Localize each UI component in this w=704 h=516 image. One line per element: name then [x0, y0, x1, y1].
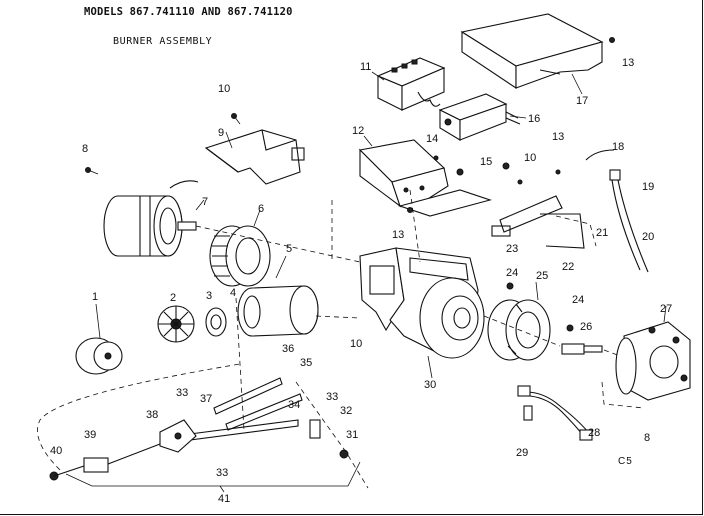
group-bracket	[65, 461, 361, 487]
callout-10b: 10	[524, 152, 536, 164]
air-guide	[487, 299, 551, 361]
callout-35: 35	[300, 357, 312, 369]
callout-24b: 24	[572, 294, 584, 306]
callout-38: 38	[146, 409, 158, 421]
callout-14: 14	[426, 133, 438, 145]
callout-16: 16	[528, 113, 540, 125]
callout-9: 9	[218, 127, 224, 139]
oil-line	[517, 385, 593, 441]
callout-37: 37	[200, 393, 212, 405]
callout-33a: 33	[176, 387, 188, 399]
callout-31: 31	[346, 429, 358, 441]
callout-1: 1	[92, 291, 98, 303]
callout-32: 32	[340, 405, 352, 417]
burner-housing	[359, 247, 485, 359]
callout-33b: 33	[326, 391, 338, 403]
callout-12: 12	[352, 125, 364, 137]
callout-10c: 10	[350, 338, 362, 350]
cover-housing	[460, 13, 604, 90]
callout-13b: 13	[552, 131, 564, 143]
callout-19: 19	[642, 181, 654, 193]
callout-24a: 24	[506, 267, 518, 279]
callout-28: 28	[588, 427, 600, 439]
callout-18: 18	[612, 141, 624, 153]
callout-36: 36	[282, 343, 294, 355]
callout-labels: 1 2 3 4 5 6 7 8 8 9 10 10 10 11 12 13 13…	[50, 57, 672, 505]
callout-13c: 13	[392, 229, 404, 241]
callout-8a: 8	[82, 143, 88, 155]
callout-20: 20	[642, 231, 654, 243]
callout-25: 25	[536, 270, 548, 282]
callout-39: 39	[84, 429, 96, 441]
diagram-title: MODELS 867.741110 AND 867.741120	[84, 6, 293, 18]
callout-17: 17	[576, 95, 588, 107]
ignition-linkage	[49, 377, 349, 481]
callout-8b: 8	[644, 432, 650, 444]
callout-21: 21	[596, 227, 608, 239]
callout-11: 11	[360, 61, 371, 73]
callout-41: 41	[218, 493, 230, 505]
fan-impeller	[157, 305, 195, 343]
corner-code: C5	[618, 456, 633, 467]
callout-30: 30	[424, 379, 436, 391]
air-chute	[204, 129, 305, 185]
callout-34: 34	[288, 399, 300, 411]
blower-wheel	[209, 225, 271, 287]
callout-27: 27	[660, 303, 672, 315]
callout-13a: 13	[622, 57, 634, 69]
shaft-washer	[205, 307, 227, 337]
callout-22: 22	[562, 261, 574, 273]
callout-15: 15	[480, 156, 492, 168]
fuel-pump	[615, 321, 691, 401]
electrode-assembly	[491, 195, 597, 249]
alignment-lines	[37, 189, 645, 489]
mounting-bracket	[358, 139, 492, 217]
callout-5: 5	[286, 243, 292, 255]
callout-33c: 33	[216, 467, 228, 479]
air-tube	[237, 285, 319, 337]
diagram-subtitle: BURNER ASSEMBLY	[113, 36, 213, 47]
callout-23: 23	[506, 243, 518, 255]
callout-4: 4	[230, 287, 236, 299]
callout-10a: 10	[218, 83, 230, 95]
callout-3: 3	[206, 290, 212, 302]
callout-6: 6	[258, 203, 264, 215]
motor	[103, 180, 199, 257]
callout-7: 7	[202, 196, 208, 208]
primary-control-relay	[438, 93, 521, 141]
callout-26: 26	[580, 321, 592, 333]
callout-40: 40	[50, 445, 62, 457]
callout-2: 2	[170, 292, 176, 304]
ignition-transformer	[376, 57, 446, 111]
end-cap	[75, 337, 123, 375]
electrode-wires	[585, 149, 649, 273]
screws-top	[85, 37, 615, 213]
callout-29: 29	[516, 447, 528, 459]
pump-fittings	[506, 282, 603, 355]
